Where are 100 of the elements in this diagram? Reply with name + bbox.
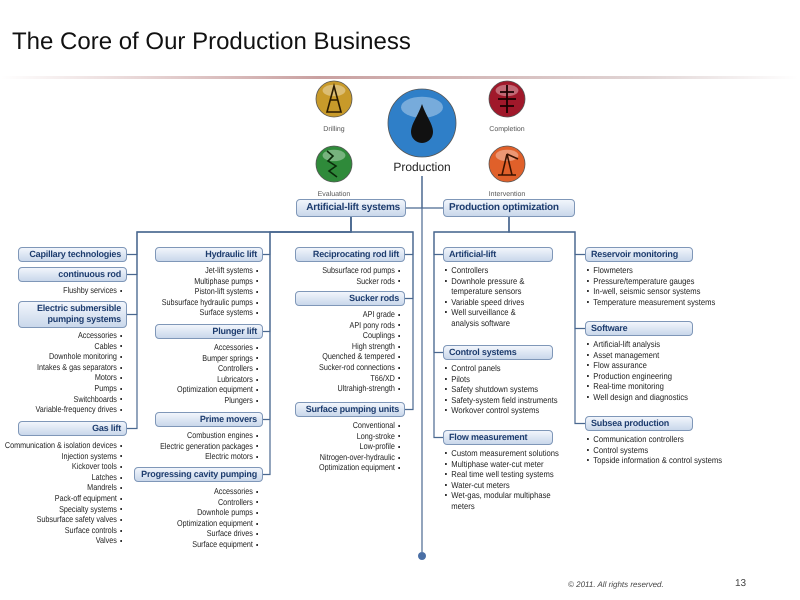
list-item: Jet-lift systems (130, 265, 258, 276)
list-item: Kickover tools (0, 461, 122, 472)
category-box: Prime movers (155, 412, 263, 427)
category-box: Reservoir monitoring (585, 247, 693, 262)
category-box: Software (585, 321, 693, 336)
list-item: Switchboards (0, 394, 122, 404)
list-item: Combustion engines (130, 430, 258, 441)
category-box: Reciprocating rod lift (295, 247, 405, 262)
list-item: Accessories (130, 342, 258, 353)
list-item: Communication & isolation devices (0, 440, 122, 451)
list-item: Water-cut meters (445, 480, 562, 490)
connector-line (508, 217, 585, 424)
list-item: Nitrogen-over-hydraulic (272, 452, 400, 462)
list-item: Optimization equipment (130, 384, 258, 395)
category-box: Surface pumping units (295, 402, 405, 417)
page-number: 13 (735, 578, 746, 589)
connector-line (421, 176, 423, 552)
list-item: Variable-frequency drives (0, 404, 122, 415)
list-item: Pumps (0, 382, 122, 394)
list-item: Accessories (130, 486, 258, 497)
list-item: Safety shutdown systems (445, 384, 576, 395)
list-item: Flow assurance (587, 360, 767, 371)
list-item: Sucker rods (272, 276, 400, 286)
list-item: Surface drives (130, 528, 258, 539)
list-item: Accessories (0, 330, 122, 341)
list-item: Downhole monitoring (0, 351, 122, 362)
category-box: Flow measurement (443, 430, 553, 445)
list-item: Surface equipment (130, 538, 258, 550)
list-item: Low-profile (272, 441, 400, 452)
list-item: High strength (272, 340, 400, 352)
list-item: Custom measurement solutions (445, 448, 562, 459)
end-dot (418, 552, 426, 560)
list-item: Well design and diagnostics (587, 392, 767, 403)
list-item: Controllers (445, 265, 530, 276)
list-item: Control systems (587, 444, 767, 456)
list-item: Pressure/temperature gauges (587, 276, 767, 286)
list-item: Sucker-rod connections (272, 362, 400, 373)
connector-line (350, 217, 414, 410)
list-item: Plungers (130, 394, 258, 406)
list-item: Real time well testing systems (445, 469, 562, 480)
list-item: Controllers (130, 496, 258, 508)
list-item: Communication controllers (587, 434, 767, 445)
list-item: Motors (0, 372, 122, 383)
list-item: Mandrels (0, 482, 122, 493)
category-box: continuous rod (18, 267, 127, 282)
list-item: Subsurface safety valves (0, 514, 122, 525)
category-box: Progressing cavity pumping (134, 467, 263, 482)
list-item: Couplings (272, 330, 400, 341)
list-item: Production engineering (587, 370, 767, 382)
list-item: Electric generation packages (130, 440, 258, 452)
category-box: Artificial-lift (443, 247, 553, 262)
list-item: Electric motors (130, 451, 258, 462)
list-item: Valves (0, 535, 122, 546)
list-item: Downhole pressure & temperature sensors (445, 276, 530, 297)
category-box: Electric submersible pumping systems (18, 301, 127, 328)
category-box: Gas lift (18, 421, 127, 436)
list-item: Controllers (130, 363, 258, 374)
copyright-note: © 2011. All rights reserved. (568, 580, 664, 589)
list-item: Multiphase water-cut meter (445, 458, 562, 470)
list-item: Optimization equipment (130, 518, 258, 528)
list-item: Piston-lift systems (130, 286, 258, 297)
list-item: Quenched & tempered (272, 351, 400, 362)
slide-title: The Core of Our Production Business (12, 28, 411, 56)
list-item: Intakes & gas separators (0, 362, 122, 372)
list-item: API pony rods (272, 320, 400, 330)
list-item: Subsurface rod pumps (272, 265, 400, 276)
category-box: Hydraulic lift (155, 247, 263, 262)
category-box: Production optimization (443, 199, 575, 217)
list-item: In-well, seismic sensor systems (587, 286, 767, 297)
list-item: Workover control systems (445, 405, 576, 416)
list-item: Ultrahigh-strength (272, 383, 400, 394)
list-item: Flowmeters (587, 265, 767, 276)
list-item: Asset management (587, 350, 767, 360)
list-item: Injection systems (0, 450, 122, 462)
list-item: Pilots (445, 374, 576, 384)
category-box: Sucker rods (295, 291, 405, 306)
list-item: Multiphase pumps (130, 276, 258, 286)
list-item: Optimization equipment (272, 462, 400, 473)
list-item: Variable speed drives (445, 296, 530, 308)
category-box: Plunger lift (155, 324, 263, 339)
list-item: Flushby services (0, 285, 122, 296)
list-item: Wet-gas, modular multiphase meters (445, 490, 562, 512)
category-box: Subsea production (585, 416, 693, 431)
list-item: Control panels (445, 363, 576, 374)
list-item: Artificial-lift analysis (587, 339, 767, 350)
list-item: Topside information & control systems (587, 455, 767, 466)
list-item: Surface systems (130, 307, 258, 318)
node-label: Production (393, 160, 451, 174)
list-item: Latches (0, 472, 122, 482)
list-item: Bumper springs (130, 352, 258, 364)
list-item: Pack-off equipment (0, 492, 122, 504)
list-item: Temperature measurement systems (587, 296, 767, 308)
list-item: Safety-system field instruments (445, 394, 576, 406)
list-item: Cables (0, 340, 122, 352)
list-item: Surface controls (0, 524, 122, 536)
category-box: Control systems (443, 345, 553, 360)
list-item: Subsurface hydraulic pumps (130, 296, 258, 308)
list-item: API grade (272, 309, 400, 320)
list-item: T66/XD (272, 372, 400, 384)
list-item: Conventional (272, 420, 400, 431)
